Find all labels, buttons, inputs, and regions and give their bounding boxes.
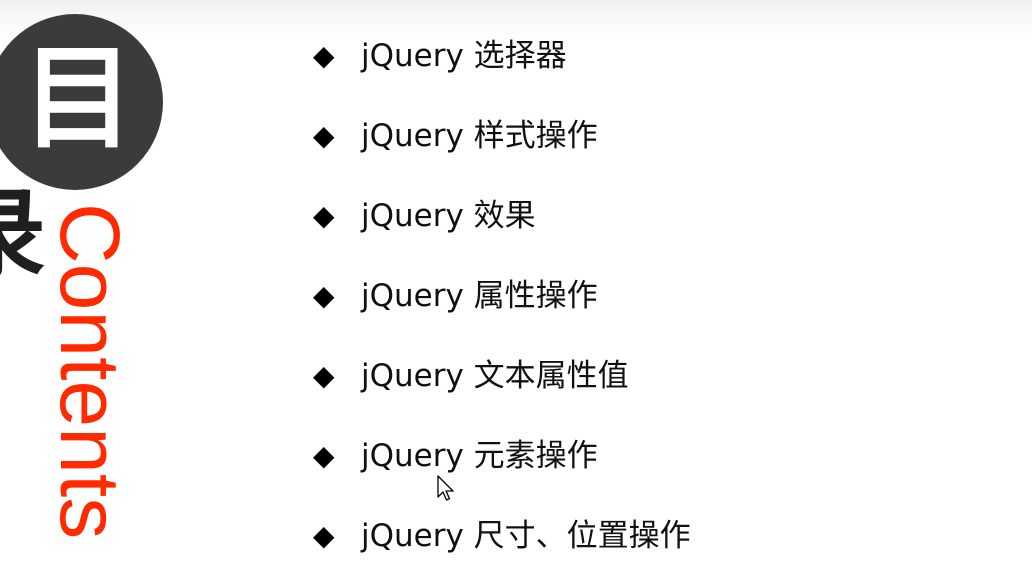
toc-item-label: jQuery 文本属性值 bbox=[361, 358, 629, 394]
toc-item-label: jQuery 选择器 bbox=[361, 38, 567, 74]
toc-item: ◆ jQuery 属性操作 bbox=[313, 274, 691, 354]
title-char-lu: 录 bbox=[0, 186, 46, 284]
title-circle: 目 bbox=[0, 14, 163, 190]
diamond-bullet-icon: ◆ bbox=[313, 439, 335, 472]
diamond-bullet-icon: ◆ bbox=[313, 359, 335, 392]
diamond-bullet-icon: ◆ bbox=[313, 199, 335, 232]
toc-item: ◆ jQuery 样式操作 bbox=[313, 114, 691, 194]
diamond-bullet-icon: ◆ bbox=[313, 519, 335, 552]
toc-item: ◆ jQuery 文本属性值 bbox=[313, 354, 691, 434]
diamond-bullet-icon: ◆ bbox=[313, 119, 335, 152]
toc-item-label: jQuery 属性操作 bbox=[361, 278, 598, 314]
title-char-mu: 目 bbox=[22, 34, 134, 164]
toc-item-label: jQuery 元素操作 bbox=[361, 438, 598, 474]
mouse-pointer-icon bbox=[437, 475, 454, 501]
toc-item: ◆ jQuery 选择器 bbox=[313, 34, 691, 114]
contents-heading: Contents bbox=[43, 203, 137, 540]
toc-item-label: jQuery 效果 bbox=[361, 198, 536, 234]
toc-list: ◆ jQuery 选择器 ◆ jQuery 样式操作 ◆ jQuery 效果 ◆… bbox=[313, 34, 691, 584]
diamond-bullet-icon: ◆ bbox=[313, 39, 335, 72]
toc-item: ◆ jQuery 尺寸、位置操作 bbox=[313, 514, 691, 584]
diamond-bullet-icon: ◆ bbox=[313, 279, 335, 312]
toc-item: ◆ jQuery 元素操作 bbox=[313, 434, 691, 514]
toc-item-label: jQuery 样式操作 bbox=[361, 118, 598, 154]
toc-item: ◆ jQuery 效果 bbox=[313, 194, 691, 274]
toc-item-label: jQuery 尺寸、位置操作 bbox=[361, 518, 691, 554]
